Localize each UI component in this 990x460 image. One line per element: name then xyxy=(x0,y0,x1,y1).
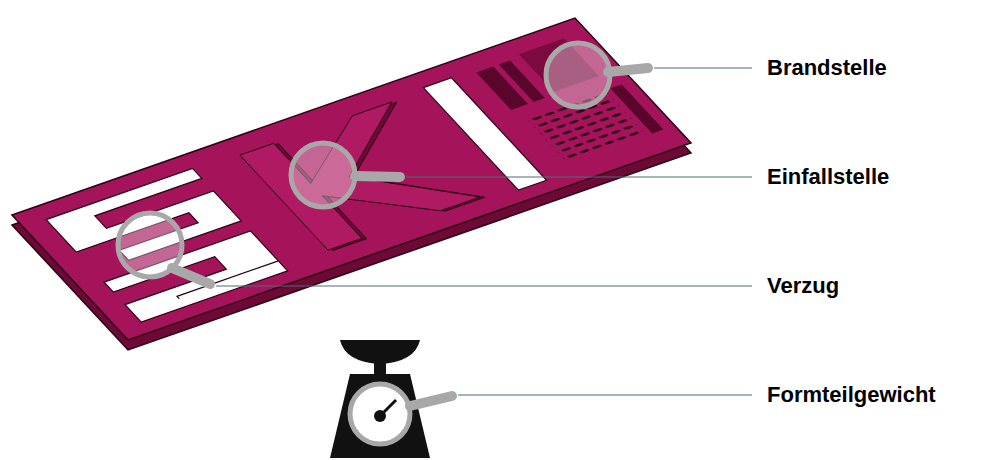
s-cutouts xyxy=(46,168,288,322)
k-letter xyxy=(240,102,480,250)
callout-label: Verzug xyxy=(767,273,839,299)
callout-label: Formteilgewicht xyxy=(767,382,936,408)
magnifier xyxy=(118,213,210,284)
callout-label: Einfallstelle xyxy=(767,164,889,190)
callout-label: Brandstelle xyxy=(767,55,887,81)
magnifier xyxy=(291,143,400,207)
scale-icon xyxy=(330,340,452,458)
logo-area xyxy=(474,34,664,164)
magnifier xyxy=(546,43,648,107)
plate-top xyxy=(12,18,691,340)
leader-lines xyxy=(216,68,752,395)
